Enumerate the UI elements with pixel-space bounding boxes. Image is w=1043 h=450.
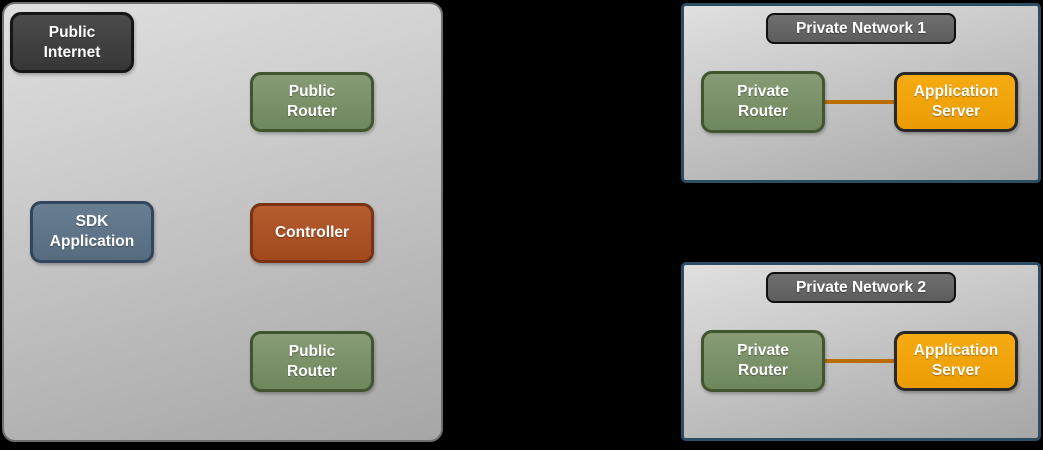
node-sdk-application: SDK Application — [30, 201, 154, 263]
node-application-server-2: Application Server — [894, 331, 1018, 391]
private-network-2-panel: Private Network 2 Private Router Applica… — [681, 262, 1041, 441]
node-application-server-1: Application Server — [894, 72, 1018, 132]
private-network-2-title: Private Network 2 — [766, 272, 956, 303]
node-controller-label: Controller — [274, 224, 350, 242]
private-network-1-title-label: Private Network 1 — [795, 19, 927, 37]
node-private-router-2: Private Router — [701, 330, 825, 392]
private-network-1-title: Private Network 1 — [766, 13, 956, 44]
private-network-1-panel: Private Network 1 Private Router Applica… — [681, 3, 1041, 183]
node-application-server-2-label: Application Server — [913, 342, 999, 379]
node-public-internet: Public Internet — [10, 12, 134, 73]
public-network-panel: Public Internet Public Router SDK Applic… — [2, 2, 443, 442]
node-public-internet-label: Public Internet — [43, 23, 101, 61]
private-network-1-router-server-link — [822, 100, 897, 104]
node-private-router-2-label: Private Router — [737, 342, 789, 379]
private-network-2-router-server-link — [822, 359, 897, 363]
node-private-router-1: Private Router — [701, 71, 825, 133]
node-sdk-application-label: SDK Application — [49, 213, 135, 250]
node-application-server-1-label: Application Server — [913, 83, 999, 120]
private-network-2-title-label: Private Network 2 — [795, 278, 927, 296]
node-public-router-top-label: Public Router — [287, 83, 337, 120]
node-public-router-top: Public Router — [250, 72, 374, 132]
node-controller: Controller — [250, 203, 374, 263]
node-public-router-bottom-label: Public Router — [287, 342, 337, 380]
node-public-router-bottom: Public Router — [250, 331, 374, 392]
node-private-router-1-label: Private Router — [737, 83, 789, 120]
